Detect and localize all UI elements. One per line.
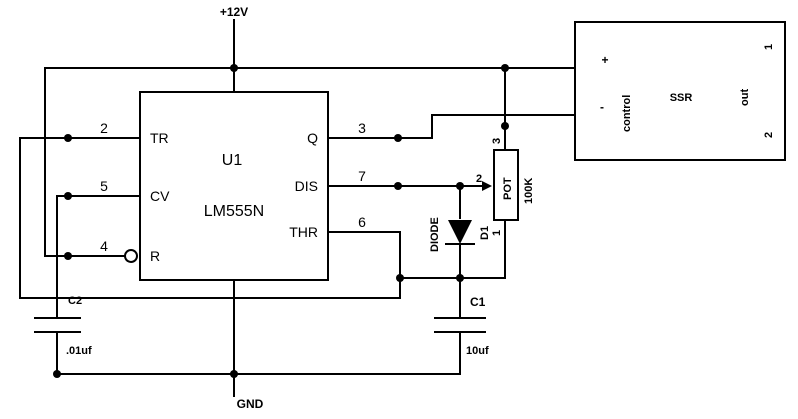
ic-ref: U1 [222,152,243,169]
ssr-out-label: out [739,89,751,106]
reset-bubble [124,249,138,263]
ssr-body [574,21,786,161]
c2-value: .01uf [66,345,92,357]
pot-value: 100K [523,178,535,204]
junction-dot [53,370,61,378]
pot-wiper-arrow [482,181,492,191]
pot-pin-top: 3 [491,138,503,144]
c2-ref: C2 [68,295,82,307]
junction-dot [396,274,404,282]
pin-name-thr: THR [289,224,318,240]
junction-dot [64,252,72,260]
ssr-label: SSR [670,92,693,104]
pin-name-q: Q [307,130,318,146]
ssr-minus-label: - [600,100,604,114]
pin-num-cv: 5 [100,178,108,194]
ic-555: U1 LM555N TR CV R Q DIS THR 2 5 4 3 7 6 [100,91,366,281]
ssr-control-label: control [621,95,633,132]
wires [19,19,601,397]
c1-ref: C1 [470,295,486,309]
diode-label: DIODE [429,217,441,252]
c1-value: 10uf [466,345,489,357]
junctions [53,64,509,378]
pin-num-r: 4 [100,238,108,254]
potentiometer: POT 100K 3 2 1 [476,138,535,236]
pin-name-dis: DIS [295,178,318,194]
pin-name-r: R [150,248,160,264]
pin-num-thr: 6 [358,214,366,230]
ssr-plus-label: + [601,53,608,67]
ssr-pin-1: 1 [763,44,775,50]
junction-dot [456,274,464,282]
junction-dot [230,64,238,72]
pot-label: POT [502,177,514,200]
supply-label: +12V [220,5,248,19]
ic-part: LM555N [204,203,264,220]
junction-dot [501,64,509,72]
ssr-pin-2: 2 [763,132,775,138]
pot-pin-bottom: 1 [491,230,503,236]
junction-dot [501,122,509,130]
pot-body [493,149,519,221]
ic-body [139,91,329,281]
ssr-module: + - control SSR out 1 2 [574,21,786,161]
junction-dot [64,134,72,142]
diode-d1: DIODE D1 [429,217,491,252]
pin-name-cv: CV [150,188,170,204]
diode-ref: D1 [479,226,491,240]
ground-label: GND [237,397,264,411]
pin-num-q: 3 [358,120,366,136]
pin-num-dis: 7 [358,168,366,184]
junction-dot [64,192,72,200]
junction-dot [394,134,402,142]
diode-triangle [448,220,472,244]
pot-pin-wiper: 2 [476,173,482,185]
junction-dot [394,182,402,190]
pin-name-tr: TR [150,130,169,146]
junction-dot [230,370,238,378]
capacitor-c2: C2 .01uf [34,295,92,357]
junction-dot [456,182,464,190]
capacitor-c1: C1 10uf [434,295,489,357]
pin-num-tr: 2 [100,120,108,136]
